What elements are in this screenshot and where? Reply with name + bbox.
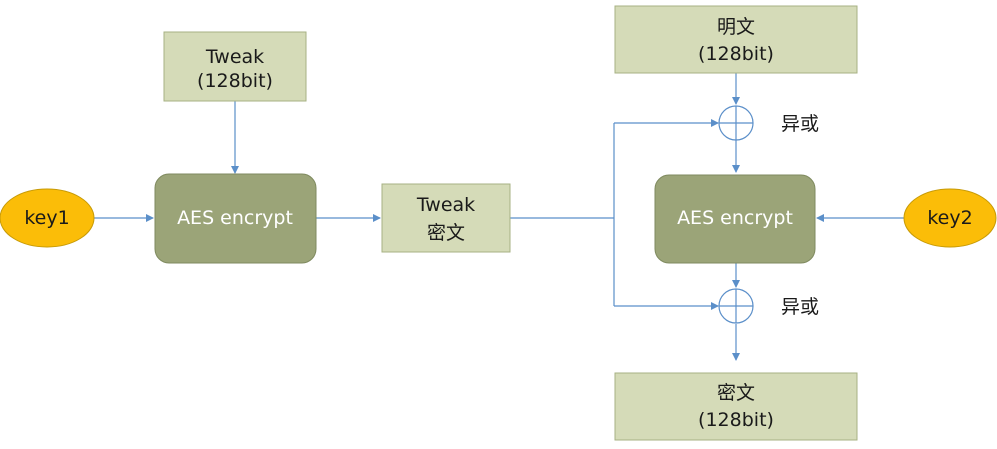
plaintext-box: 明文 (128bit) xyxy=(614,5,858,74)
key2-label: key2 xyxy=(927,207,972,229)
aes-encrypt-left-box: AES encrypt xyxy=(154,173,317,264)
plaintext-line1: 明文 xyxy=(717,16,755,38)
aes-encrypt-left-label: AES encrypt xyxy=(177,207,293,229)
tweak-input-line1: Tweak xyxy=(205,46,264,68)
tweak-cipher-line1: Tweak xyxy=(416,194,475,216)
tweak-cipher-box: Tweak 密文 xyxy=(381,183,511,253)
aes-encrypt-right-box: AES encrypt xyxy=(654,174,816,264)
tweak-input-line2: (128bit) xyxy=(197,70,273,92)
xor-bottom-node xyxy=(718,288,754,324)
ciphertext-box: 密文 (128bit) xyxy=(614,372,858,441)
tweak-cipher-line2: 密文 xyxy=(427,222,465,244)
plaintext-line2: (128bit) xyxy=(698,43,774,65)
ciphertext-line2: (128bit) xyxy=(698,409,774,431)
key1-label: key1 xyxy=(24,207,69,229)
key1-node: key1 xyxy=(0,188,95,248)
key2-node: key2 xyxy=(903,188,997,248)
tweak-input-box: Tweak (128bit) xyxy=(163,31,307,102)
aes-encrypt-right-label: AES encrypt xyxy=(677,207,793,229)
xor-top-label: 异或 xyxy=(781,113,819,135)
xor-bottom-label: 异或 xyxy=(781,296,819,318)
xor-top-node xyxy=(718,105,754,141)
ciphertext-line1: 密文 xyxy=(717,382,755,404)
